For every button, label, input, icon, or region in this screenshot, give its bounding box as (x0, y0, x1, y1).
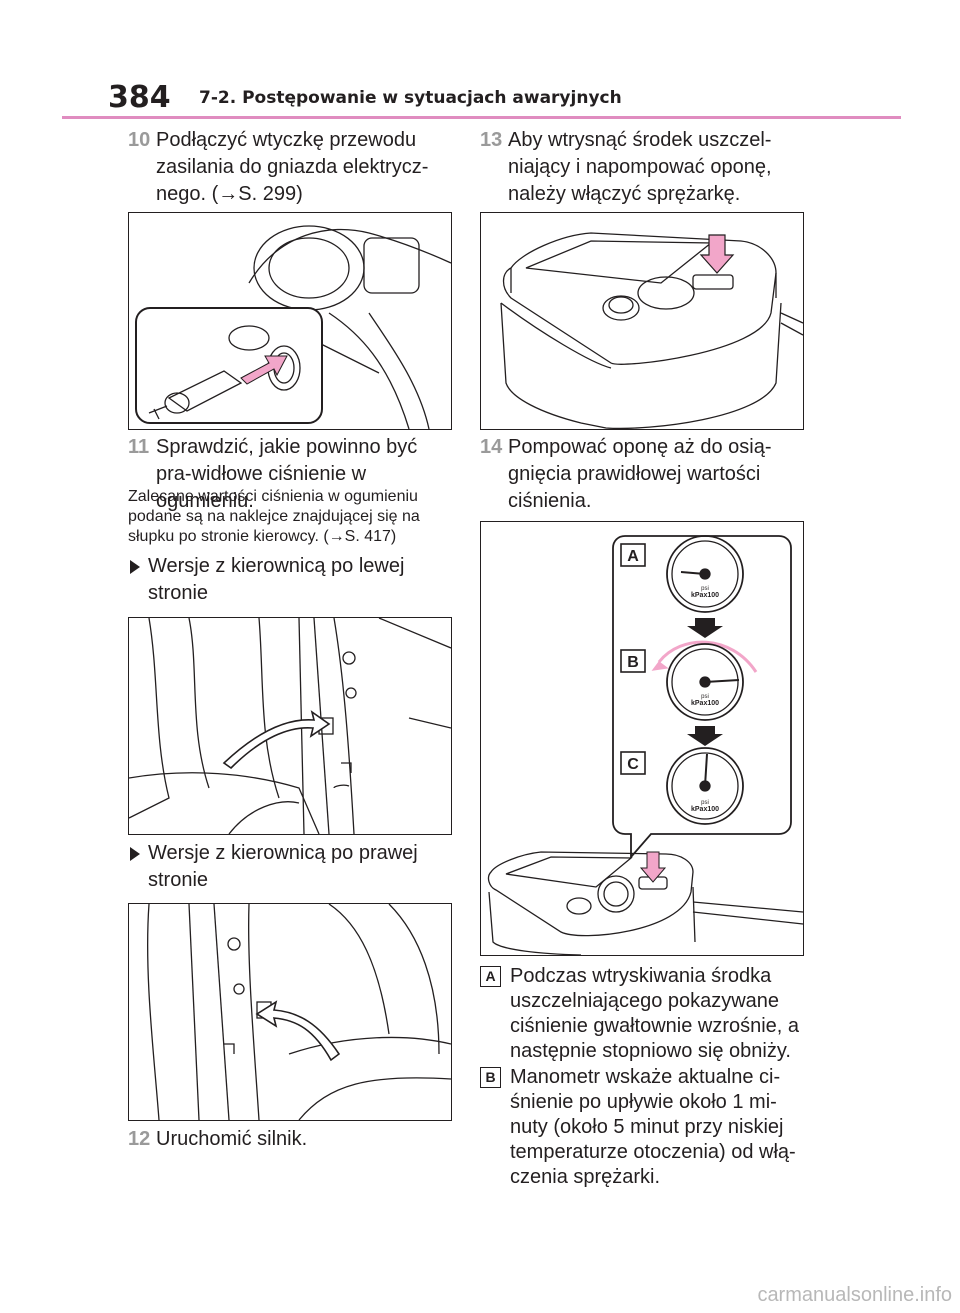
step-number: 10 (128, 129, 151, 151)
gauge-psi: psi (701, 800, 709, 806)
page-number: 384 (108, 80, 171, 115)
pressure-note: Zalecane wartości ciśnienia w ogumieniu … (128, 488, 420, 545)
step-11: 11 Sprawdzić, jakie powinno być pra-widł… (128, 434, 458, 515)
step-text: Sprawdzić, jakie powinno być pra-widłowe… (156, 436, 418, 512)
variant-text: Wersje z kierownicą po lewej stronie (148, 555, 405, 604)
gauge-psi: psi (701, 694, 709, 700)
press-arrow (699, 234, 735, 274)
triangle-bullet-icon (130, 560, 140, 574)
step-text: Podłączyć wtyczkę przewodu zasilania do … (156, 129, 429, 205)
variant-text: Wersje z kierownicą po prawej stronie (148, 842, 418, 891)
step-text: Uruchomić silnik. (156, 1128, 308, 1150)
figure-door-pillar-left (128, 617, 452, 835)
step-13: 13 Aby wtrysnąć środek uszczel-niający i… (480, 127, 810, 208)
gauge-label-a: A (627, 548, 639, 565)
explanation-text: Manometr wskaże aktualne ci-śnienie po u… (510, 1066, 796, 1188)
gauge-psi: psi (701, 586, 709, 592)
explanation-text: Podczas wtryskiwania środka uszczelniają… (510, 965, 800, 1062)
figure-pressure-gauges: A B C kPax100 psi kPax100 psi kPax100 ps… (480, 521, 804, 956)
step-number: 11 (128, 436, 150, 458)
triangle-bullet-icon (130, 847, 140, 861)
step-text: Aby wtrysnąć środek uszczel-niający i na… (508, 129, 772, 205)
figure-door-pillar-right (128, 903, 452, 1121)
explanation-a: A Podczas wtryskiwania środka uszczelnia… (480, 964, 810, 1064)
pointer-arrow (222, 710, 331, 770)
step-12: 12 Uruchomić silnik. (128, 1126, 458, 1153)
gauge-label-b: B (627, 654, 639, 671)
step-number: 12 (128, 1128, 151, 1150)
chapter-title: 7-2. Postępowanie w sytuacjach awaryjnyc… (199, 88, 622, 108)
step-number: 14 (480, 436, 503, 458)
variant-right-hand-drive: Wersje z kierownicą po prawej stronie (130, 840, 440, 894)
header-rule (62, 116, 901, 119)
gauge-label-c: C (627, 756, 639, 773)
label-box-a: A (480, 966, 501, 987)
step-10: 10 Podłączyć wtyczkę przewodu zasilania … (128, 127, 458, 208)
figure-power-plug (128, 212, 452, 430)
variant-left-hand-drive: Wersje z kierownicą po lewej stronie (130, 553, 440, 607)
step-14: 14 Pompować oponę aż do osią-gnięcia pra… (480, 434, 810, 515)
gauge-unit: kPax100 (691, 592, 719, 599)
label-box-b: B (480, 1067, 501, 1088)
explanation-b: B Manometr wskaże aktualne ci-śnienie po… (480, 1065, 810, 1190)
step-number: 13 (480, 129, 503, 151)
pointer-arrow (255, 1000, 341, 1062)
insert-arrow (240, 355, 288, 385)
gauge-unit: kPax100 (691, 700, 719, 707)
gauge-unit: kPax100 (691, 806, 719, 813)
figure-compressor-switch (480, 212, 804, 430)
watermark: carmanualsonline.info (757, 1284, 952, 1306)
step-text: Pompować oponę aż do osią-gnięcia prawid… (508, 436, 772, 512)
